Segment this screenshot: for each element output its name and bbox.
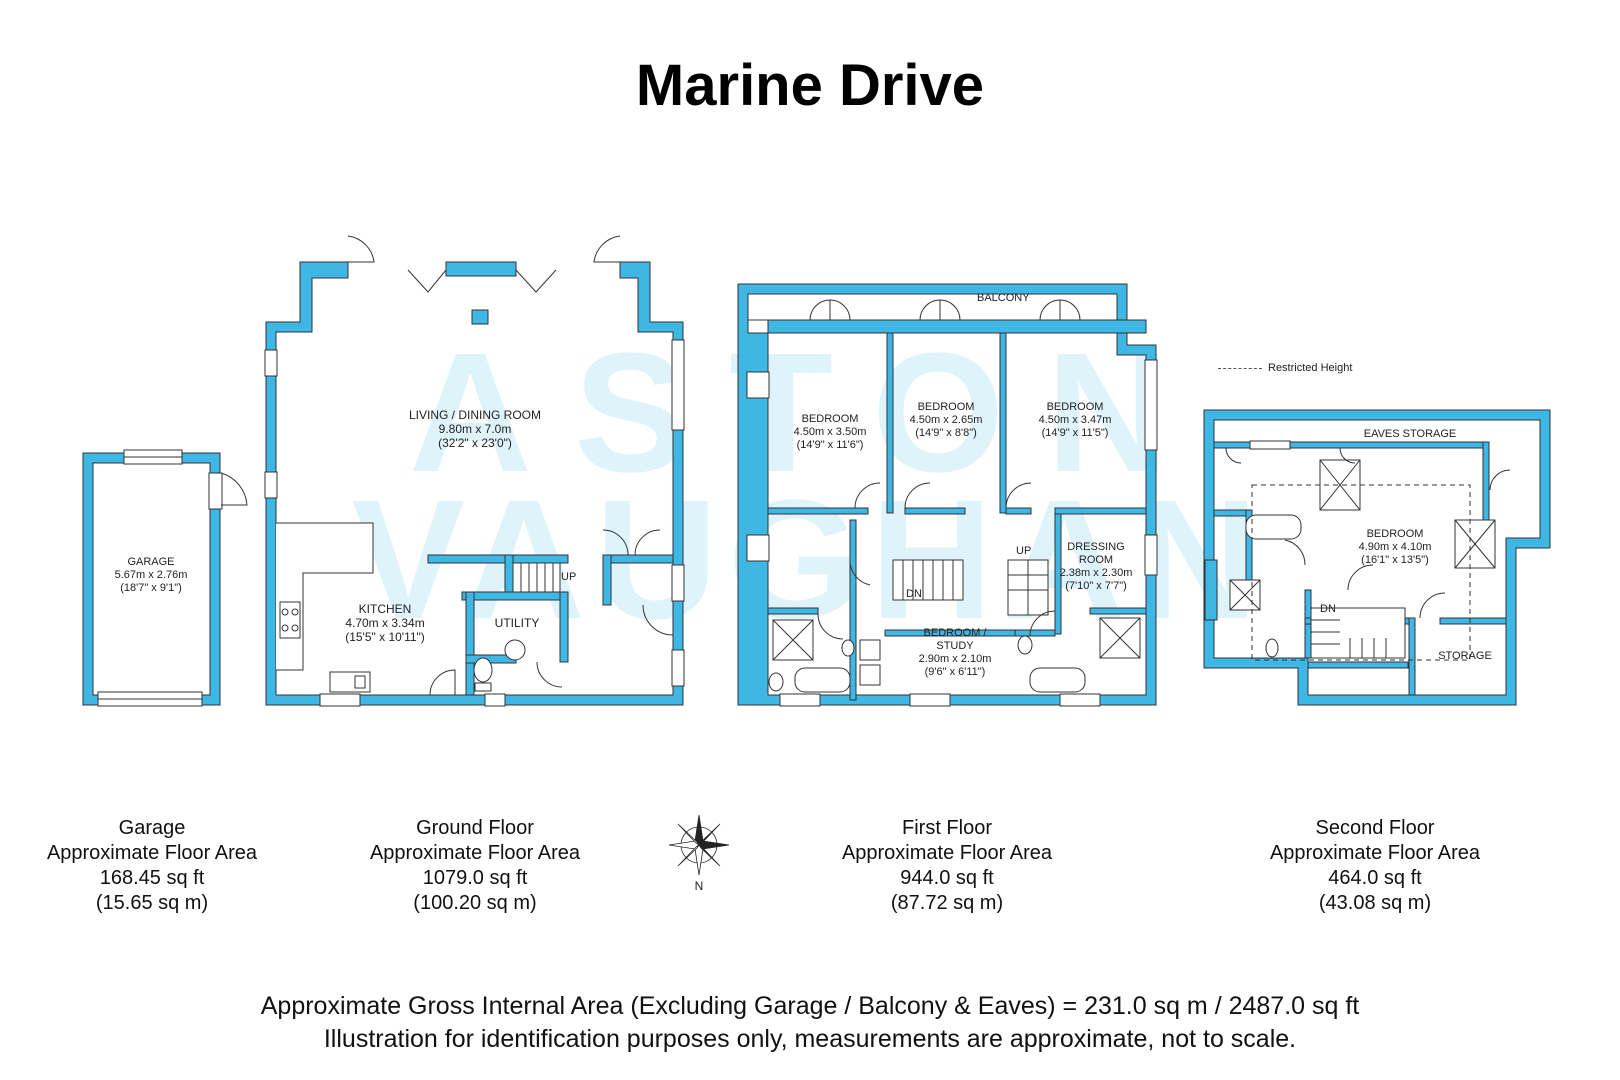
floor-name: Garage xyxy=(118,817,186,839)
floor-name: Ground Floor xyxy=(416,817,534,839)
floor-area-garage: Garage Approximate Floor Area 168.45 sq … xyxy=(12,816,292,916)
room-size-ft: (14'9" x 11'6") xyxy=(796,439,864,451)
balcony-label: BALCONY xyxy=(977,292,1030,304)
room-size-m: 4.50m x 3.47m xyxy=(1038,414,1112,426)
disclaimer: Illustration for identification purposes… xyxy=(323,1025,1297,1053)
room-label-bedroom-top: BEDROOM 4.90m x 4.10m (16'1" x 13'5") xyxy=(1340,528,1450,567)
room-name: BEDROOM xyxy=(917,401,975,413)
floor-sqft: 944.0 sq ft xyxy=(900,867,994,889)
gross-internal-area: Approximate Gross Internal Area (Excludi… xyxy=(260,992,1360,1020)
room-name: ROOM xyxy=(1078,554,1114,566)
room-name: BEDROOM / xyxy=(923,627,987,639)
room-name: DRESSING xyxy=(1067,541,1125,553)
floor-area-label: Approximate Floor Area xyxy=(841,842,1053,864)
floor-area-first: First Floor Approximate Floor Area 944.0… xyxy=(807,816,1087,916)
second-floor-plan xyxy=(1203,409,1551,706)
room-label-living-dining: LIVING / DINING ROOM 9.80m x 7.0m (32'2"… xyxy=(395,408,555,450)
room-size-ft: (14'9" x 8'8") xyxy=(915,427,977,439)
stairs-down-second: DN xyxy=(1320,603,1336,615)
compass-rose-icon: N xyxy=(668,814,730,892)
room-size-ft: (14'9" x 11'5") xyxy=(1041,427,1109,439)
room-size-m: 4.50m x 2.65m xyxy=(909,414,983,426)
dashed-line-icon xyxy=(1218,367,1262,369)
floor-area-label: Approximate Floor Area xyxy=(1269,842,1481,864)
room-label-bedroom-3: BEDROOM 4.50m x 3.47m (14'9" x 11'5") xyxy=(1020,401,1130,440)
room-name: GARAGE xyxy=(127,556,175,568)
first-floor-plan xyxy=(737,283,1158,707)
floor-sqm: (87.72 sq m) xyxy=(890,892,1004,914)
floor-area-label: Approximate Floor Area xyxy=(46,842,258,864)
floor-sqft: 1079.0 sq ft xyxy=(422,867,528,889)
floor-sqm: (100.20 sq m) xyxy=(413,892,537,914)
room-name: LIVING / DINING ROOM xyxy=(408,408,541,422)
room-size-ft: (32'2" x 23'0") xyxy=(438,436,512,450)
room-label-storage: STORAGE xyxy=(1438,650,1492,662)
floor-area-label: Approximate Floor Area xyxy=(369,842,581,864)
room-size-ft: (7'10" x 7'7") xyxy=(1065,580,1127,592)
room-label-bedroom-study: BEDROOM / STUDY 2.90m x 2.10m (9'6" x 6'… xyxy=(900,627,1010,679)
room-name: BEDROOM xyxy=(1046,401,1104,413)
room-label-eaves-storage: EAVES STORAGE xyxy=(1363,428,1457,440)
ground-floor-plan xyxy=(264,235,685,707)
stairs-up-first: UP xyxy=(1016,545,1032,557)
floor-area-ground: Ground Floor Approximate Floor Area 1079… xyxy=(335,816,615,916)
room-size-m: 2.90m x 2.10m xyxy=(918,653,992,665)
stairs-down-first: DN xyxy=(906,588,922,600)
floor-sqm: (15.65 sq m) xyxy=(95,892,209,914)
room-label-dressing-room: DRESSING ROOM 2.38m x 2.30m (7'10" x 7'7… xyxy=(1046,541,1146,593)
floor-name: Second Floor xyxy=(1315,817,1435,839)
room-size-m: 5.67m x 2.76m xyxy=(114,569,188,581)
room-size-m: 4.50m x 3.50m xyxy=(793,426,867,438)
room-label-bedroom-2: BEDROOM 4.50m x 2.65m (14'9" x 8'8") xyxy=(892,401,1000,440)
room-size-ft: (18'7" x 9'1") xyxy=(120,582,182,594)
legend-label: Restricted Height xyxy=(1268,362,1353,374)
room-label-garage: GARAGE 5.67m x 2.76m (18'7" x 9'1") xyxy=(106,556,196,595)
room-name: BEDROOM xyxy=(801,413,859,425)
floor-sqft: 168.45 sq ft xyxy=(99,867,205,889)
room-label-utility: UTILITY xyxy=(494,616,540,630)
room-name: STUDY xyxy=(936,640,974,652)
page-title: Marine Drive xyxy=(635,53,985,118)
room-size-m: 2.38m x 2.30m xyxy=(1059,567,1133,579)
floor-sqm: (43.08 sq m) xyxy=(1318,892,1432,914)
room-name: KITCHEN xyxy=(358,602,412,616)
room-size-m: 4.90m x 4.10m xyxy=(1358,541,1432,553)
stairs-up-ground: UP xyxy=(561,571,577,583)
room-size-m: 4.70m x 3.34m xyxy=(345,616,425,630)
floor-area-second: Second Floor Approximate Floor Area 464.… xyxy=(1235,816,1515,916)
room-label-kitchen: KITCHEN 4.70m x 3.34m (15'5" x 10'11") xyxy=(330,602,440,644)
floor-sqft: 464.0 sq ft xyxy=(1328,867,1422,889)
room-size-ft: (15'5" x 10'11") xyxy=(345,630,425,644)
room-size-m: 9.80m x 7.0m xyxy=(438,422,512,436)
room-size-ft: (9'6" x 6'11") xyxy=(924,666,986,678)
restricted-height-legend: Restricted Height xyxy=(1218,362,1352,374)
room-label-bedroom-1: BEDROOM 4.50m x 3.50m (14'9" x 11'6") xyxy=(775,413,885,452)
room-size-ft: (16'1" x 13'5") xyxy=(1361,554,1429,566)
compass-north-label: N xyxy=(695,879,704,892)
garage-plan xyxy=(82,449,248,707)
room-name: BEDROOM xyxy=(1366,528,1424,540)
floor-name: First Floor xyxy=(902,817,992,839)
